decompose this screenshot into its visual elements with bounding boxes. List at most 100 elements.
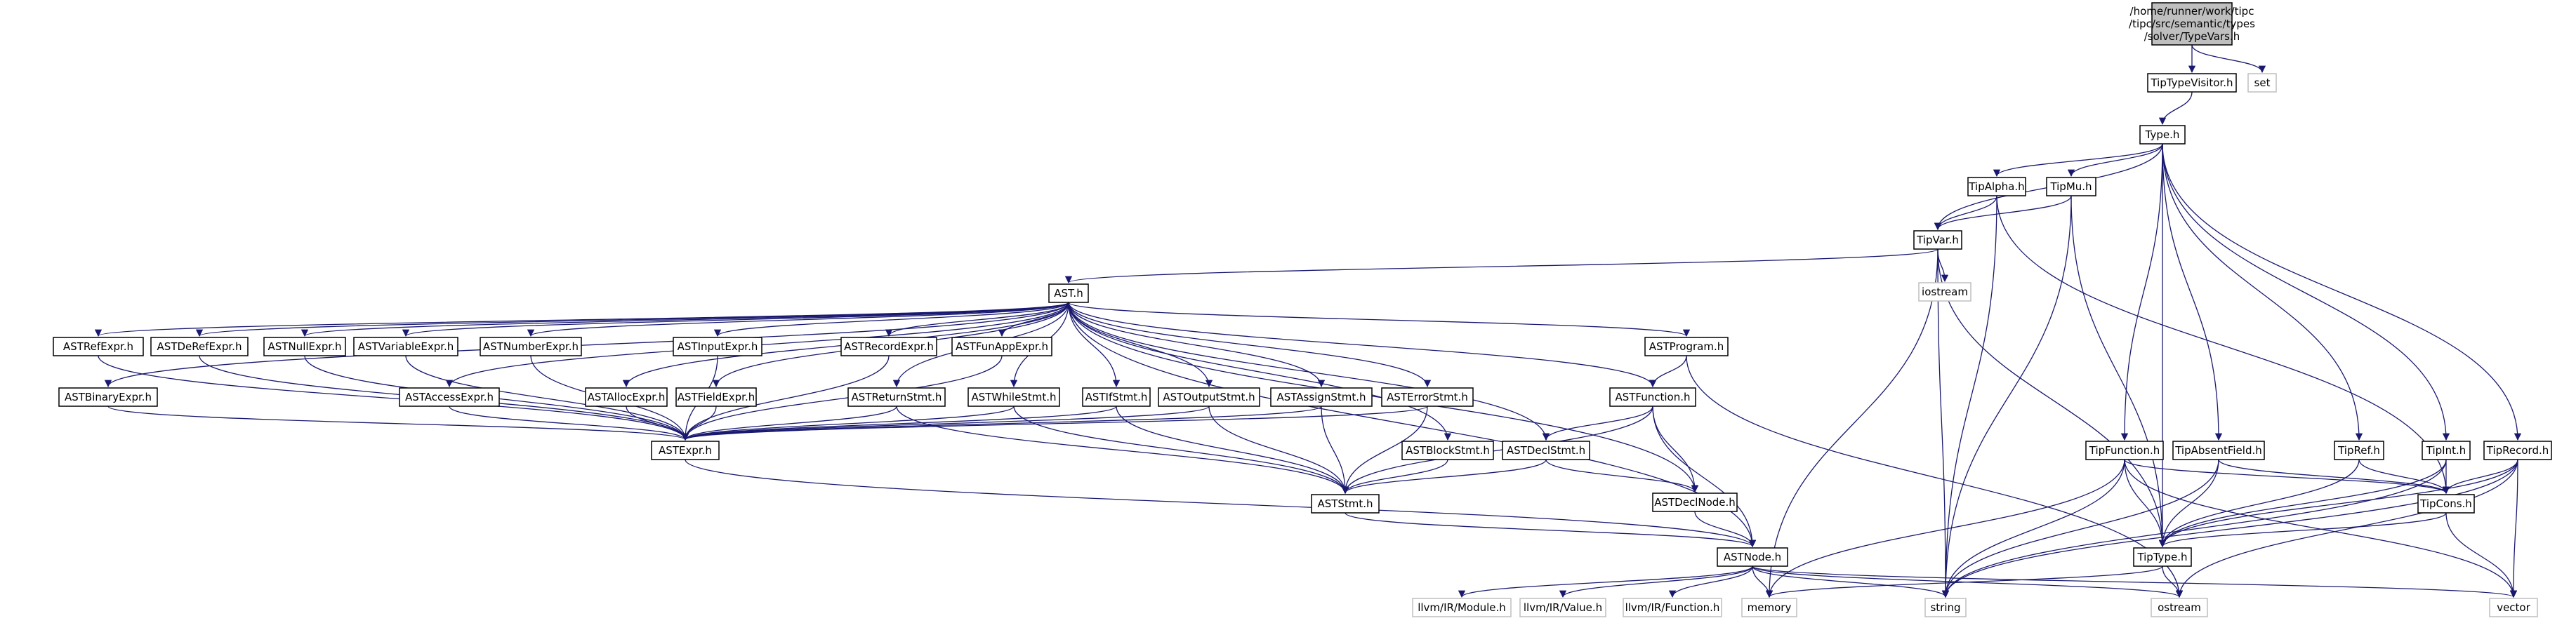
edge-astdeclnode-to-astnode <box>1694 511 1757 548</box>
edge-type-to-tiprecord <box>2162 143 2522 441</box>
edge-astfunction-to-astnode <box>1652 406 1757 548</box>
edge-astassignstmt-to-astexpr <box>682 406 1322 441</box>
node-label: ASTFunAppExpr.h <box>956 340 1048 353</box>
edge-tipint-to-string <box>1941 459 2447 598</box>
node-tipfunction[interactable]: TipFunction.h <box>2085 441 2164 460</box>
edge-astblockstmt-to-aststmt <box>1341 459 1448 495</box>
node-astwhilestmt[interactable]: ASTWhileStmt.h <box>967 387 1060 407</box>
node-box <box>399 387 500 407</box>
edge-tiptype-to-ostream <box>2162 565 2184 598</box>
node-box <box>1082 387 1151 407</box>
node-label: TipType.h <box>2136 551 2187 563</box>
node-label: ASTBlockStmt.h <box>1406 444 1490 457</box>
node-label: ASTAssignStmt.h <box>1276 391 1366 403</box>
edge-ast-to-astinputexpr <box>714 302 1069 337</box>
node-astdeclstmt[interactable]: ASTDeclStmt.h <box>1502 441 1590 460</box>
node-astreturnstmt[interactable]: ASTReturnStmt.h <box>847 387 946 407</box>
node-aststmt[interactable]: ASTStmt.h <box>1311 494 1380 514</box>
node-tipvar[interactable]: TipVar.h <box>1913 230 1962 250</box>
node-tipcons[interactable]: TipCons.h <box>2417 494 2475 514</box>
node-label: ASTNumberExpr.h <box>483 340 579 353</box>
node-astprogram[interactable]: ASTProgram.h <box>1644 337 1729 356</box>
node-root: /home/runner/work/tipc/tipc/src/semantic… <box>2129 2 2255 46</box>
edge-astdeclstmt-to-astdeclnode <box>1545 459 1699 493</box>
node-label: ASTWhileStmt.h <box>971 391 1056 403</box>
node-tipmu[interactable]: TipMu.h <box>2046 177 2096 196</box>
node-astvariableexpr[interactable]: ASTVariableExpr.h <box>353 337 458 356</box>
node-box <box>2422 441 2471 460</box>
node-label: ASTAllocExpr.h <box>588 391 666 403</box>
edge-tipfunction-to-memory <box>1765 459 2125 598</box>
node-label: ASTInputExpr.h <box>678 340 758 353</box>
node-astinputexpr[interactable]: ASTInputExpr.h <box>673 337 762 356</box>
edge-ast-to-astfunction <box>1068 302 1657 388</box>
node-type[interactable]: Type.h <box>2139 125 2186 145</box>
edge-tiprecord-to-tiptype <box>2158 459 2518 548</box>
node-tiptype[interactable]: TipType.h <box>2133 547 2192 567</box>
node-label: /home/runner/work/tipc <box>2130 5 2254 18</box>
node-label: ostream <box>2158 601 2201 614</box>
node-box <box>263 337 346 356</box>
node-box <box>1401 441 1494 460</box>
node-astexpr[interactable]: ASTExpr.h <box>651 441 720 460</box>
node-box <box>58 387 158 407</box>
node-label: ASTIfStmt.h <box>1085 391 1148 403</box>
node-string: string <box>1924 598 1967 617</box>
node-astallocexpr[interactable]: ASTAllocExpr.h <box>585 387 668 407</box>
node-box <box>150 337 249 356</box>
node-label: ASTDeclStmt.h <box>1507 444 1585 457</box>
node-tipalpha[interactable]: TipAlpha.h <box>1967 177 2026 196</box>
edge-astnode-to-llvmfunction <box>1668 565 1753 598</box>
edge-tiptype-to-memory <box>1766 565 2163 598</box>
edge-astdeclstmt-to-aststmt <box>1341 459 1547 495</box>
edge-tipvar-to-memory <box>1765 248 1938 598</box>
node-label: ASTFunction.h <box>1615 391 1690 403</box>
node-label: ASTFieldExpr.h <box>678 391 755 403</box>
node-astrefexpr[interactable]: ASTRefExpr.h <box>53 337 144 356</box>
edge-ast-to-astassignstmt <box>1068 302 1326 388</box>
edge-tipalpha-to-tipvar <box>1934 195 1997 231</box>
edge-ast-to-astbinaryexpr <box>105 302 1069 388</box>
node-astbinaryexpr[interactable]: ASTBinaryExpr.h <box>58 387 158 407</box>
node-asterrorstmt[interactable]: ASTErrorStmt.h <box>1381 387 1474 407</box>
node-tiptypevisitor[interactable]: TipTypeVisitor.h <box>2147 73 2237 93</box>
node-astnode[interactable]: ASTNode.h <box>1717 547 1788 567</box>
node-astblockstmt[interactable]: ASTBlockStmt.h <box>1401 441 1494 460</box>
node-astfunction[interactable]: ASTFunction.h <box>1609 387 1696 407</box>
node-label: llvm/IR/Value.h <box>1524 601 1602 614</box>
edge-tipcons-to-tiptype <box>2158 512 2447 548</box>
node-label: ASTStmt.h <box>1317 497 1373 510</box>
node-astaccessexpr[interactable]: ASTAccessExpr.h <box>399 387 500 407</box>
node-label: TipRef.h <box>2337 444 2380 457</box>
node-label: TipFunction.h <box>2089 444 2160 457</box>
edge-tiprecord-to-string <box>1941 459 2518 598</box>
node-label: ASTVariableExpr.h <box>358 340 454 353</box>
node-vector: vector <box>2489 598 2538 617</box>
node-ostream: ostream <box>2151 598 2208 617</box>
node-llvmfunction: llvm/IR/Function.h <box>1623 598 1722 617</box>
node-label: iostream <box>1922 286 1968 298</box>
node-astassignstmt[interactable]: ASTAssignStmt.h <box>1270 387 1373 407</box>
node-tipint[interactable]: TipInt.h <box>2422 441 2471 460</box>
node-box <box>353 337 458 356</box>
edge-astifstmt-to-astexpr <box>682 406 1117 441</box>
node-astrecordexpr[interactable]: ASTRecordExpr.h <box>840 337 937 356</box>
edge-ast-to-asterrorstmt <box>1068 302 1432 388</box>
node-astoutputstmt[interactable]: ASTOutputStmt.h <box>1158 387 1260 407</box>
node-label: set <box>2254 76 2271 89</box>
node-tipabsentfield[interactable]: TipAbsentField.h <box>2172 441 2265 460</box>
node-astifstmt[interactable]: ASTIfStmt.h <box>1082 387 1151 407</box>
node-label: AST.h <box>1054 287 1083 300</box>
node-tipref[interactable]: TipRef.h <box>2334 441 2384 460</box>
node-astfieldexpr[interactable]: ASTFieldExpr.h <box>675 387 757 407</box>
node-astnullexpr[interactable]: ASTNullExpr.h <box>263 337 346 356</box>
node-astdeclnode[interactable]: ASTDeclNode.h <box>1652 493 1738 512</box>
node-astfunappexpr[interactable]: ASTFunAppExpr.h <box>951 337 1052 356</box>
node-tiprecord[interactable]: TipRecord.h <box>2483 441 2552 460</box>
edge-ast-to-astifstmt <box>1068 302 1121 388</box>
node-astderefexpr[interactable]: ASTDeRefExpr.h <box>150 337 249 356</box>
edge-type-to-tipalpha <box>1993 143 2163 177</box>
node-astnumberexpr[interactable]: ASTNumberExpr.h <box>480 337 582 356</box>
node-ast[interactable]: AST.h <box>1048 283 1089 303</box>
node-box <box>2147 73 2237 93</box>
